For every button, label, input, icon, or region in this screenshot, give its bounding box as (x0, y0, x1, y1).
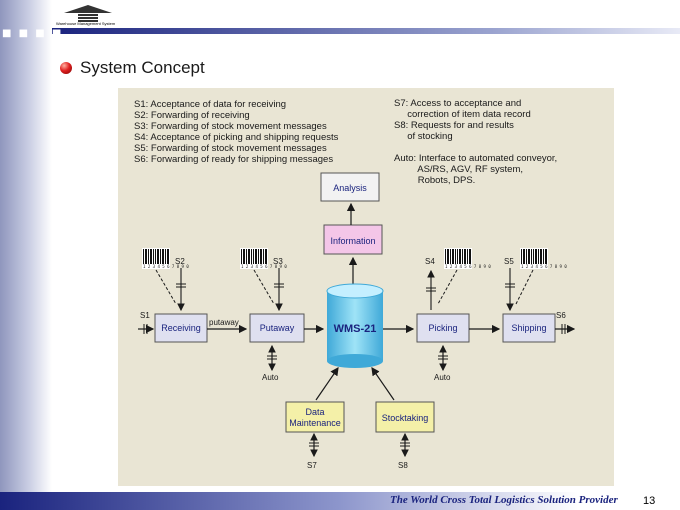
analysis-label: Analysis (333, 183, 367, 193)
barcode-number: 1 2 3 4 5 6 7 8 9 0 (445, 264, 491, 269)
arrow-maintenance-wms (315, 367, 339, 401)
header-band (52, 28, 680, 34)
header-dots: ■ ■ ■ ■ (2, 28, 64, 39)
signal-s4: S4 (425, 257, 435, 266)
logo-caption: Warehouse Management System (56, 21, 116, 26)
wms-database: WMS-21 (326, 283, 384, 368)
note-left: S6: Forwarding of ready for shipping mes… (134, 154, 333, 165)
barcode-number: 1 2 3 4 5 6 7 8 9 0 (521, 264, 567, 269)
signal-s8: S8 (398, 461, 408, 470)
barcode-number: 1 2 3 4 5 6 7 8 9 0 (143, 264, 189, 269)
note-right: S8: Requests for and results (394, 120, 514, 131)
information-label: Information (330, 236, 375, 246)
picking-label: Picking (428, 323, 457, 333)
signal-s6: S6 (556, 311, 566, 320)
data-maintenance-box (285, 401, 345, 433)
signal-s3: S3 (273, 257, 283, 266)
dashed-barcode-s4 (437, 269, 458, 305)
note-right: Robots, DPS. (394, 175, 475, 186)
shipping-label: Shipping (511, 323, 546, 333)
page-number: 13 (643, 495, 656, 507)
note-right: correction of item data record (394, 109, 531, 120)
note-right: S7: Access to acceptance and (394, 98, 521, 109)
stocktaking-label: Stocktaking (382, 413, 429, 423)
signal-s5: S5 (504, 257, 514, 266)
receiving-label: Receiving (161, 323, 201, 333)
wms-label: WMS-21 (334, 323, 377, 335)
barcode-picking-icon: 1 2 3 4 5 6 7 8 9 0 (444, 248, 491, 269)
dashed-barcode-s5 (515, 269, 534, 305)
slide-title: System Concept (80, 58, 205, 77)
shipping-box (502, 313, 556, 343)
barcode-number: 1 2 3 4 5 6 7 8 9 0 (241, 264, 287, 269)
arrow-stocktaking-wms (371, 367, 395, 401)
analysis-box (320, 172, 380, 202)
auto-right-label: Auto (434, 373, 451, 382)
stocktaking-box (375, 401, 435, 433)
barcode-receiving-icon: 1 2 3 4 5 6 7 8 9 0 (142, 248, 189, 269)
signal-s1: S1 (140, 311, 150, 320)
note-left: S5: Forwarding of stock movement message… (134, 143, 327, 154)
receiving-box (154, 313, 208, 343)
note-right: Auto: Interface to automated conveyor, (394, 153, 557, 164)
picking-box (416, 313, 470, 343)
putaway-box (249, 313, 305, 343)
system-concept-diagram: S1: Acceptance of data for receiving S2:… (118, 88, 614, 486)
auto-left-label: Auto (262, 373, 279, 382)
dashed-barcode-s3 (253, 269, 275, 305)
putaway-edge-label: putaway (209, 318, 239, 327)
footer-tagline: The World Cross Total Logistics Solution… (390, 494, 618, 506)
barcode-putaway-icon: 1 2 3 4 5 6 7 8 9 0 (240, 248, 287, 269)
company-logo-icon (64, 5, 112, 22)
putaway-label: Putaway (260, 323, 295, 333)
bullet-icon (60, 62, 72, 74)
signal-s2: S2 (175, 257, 185, 266)
left-gradient-bar (0, 0, 52, 492)
barcode-shipping-icon: 1 2 3 4 5 6 7 8 9 0 (520, 248, 567, 269)
note-right: AS/RS, AGV, RF system, (394, 164, 523, 175)
data-maintenance-label: Data (305, 407, 324, 417)
note-right: of stocking (394, 131, 453, 142)
note-left: S2: Forwarding of receiving (134, 110, 250, 121)
note-left: S1: Acceptance of data for receiving (134, 99, 286, 110)
note-left: S4: Acceptance of picking and shipping r… (134, 132, 339, 143)
information-box (323, 224, 383, 255)
diagram-canvas: S1: Acceptance of data for receiving S2:… (134, 98, 576, 470)
data-maintenance-label: Maintenance (289, 418, 341, 428)
dashed-barcode-s2 (155, 269, 177, 305)
legend-right: S7: Access to acceptance and correction … (394, 98, 557, 186)
note-left: S3: Forwarding of stock movement message… (134, 121, 327, 132)
signal-s7: S7 (307, 461, 317, 470)
footer-band (0, 492, 680, 510)
legend-left: S1: Acceptance of data for receiving S2:… (134, 99, 339, 165)
